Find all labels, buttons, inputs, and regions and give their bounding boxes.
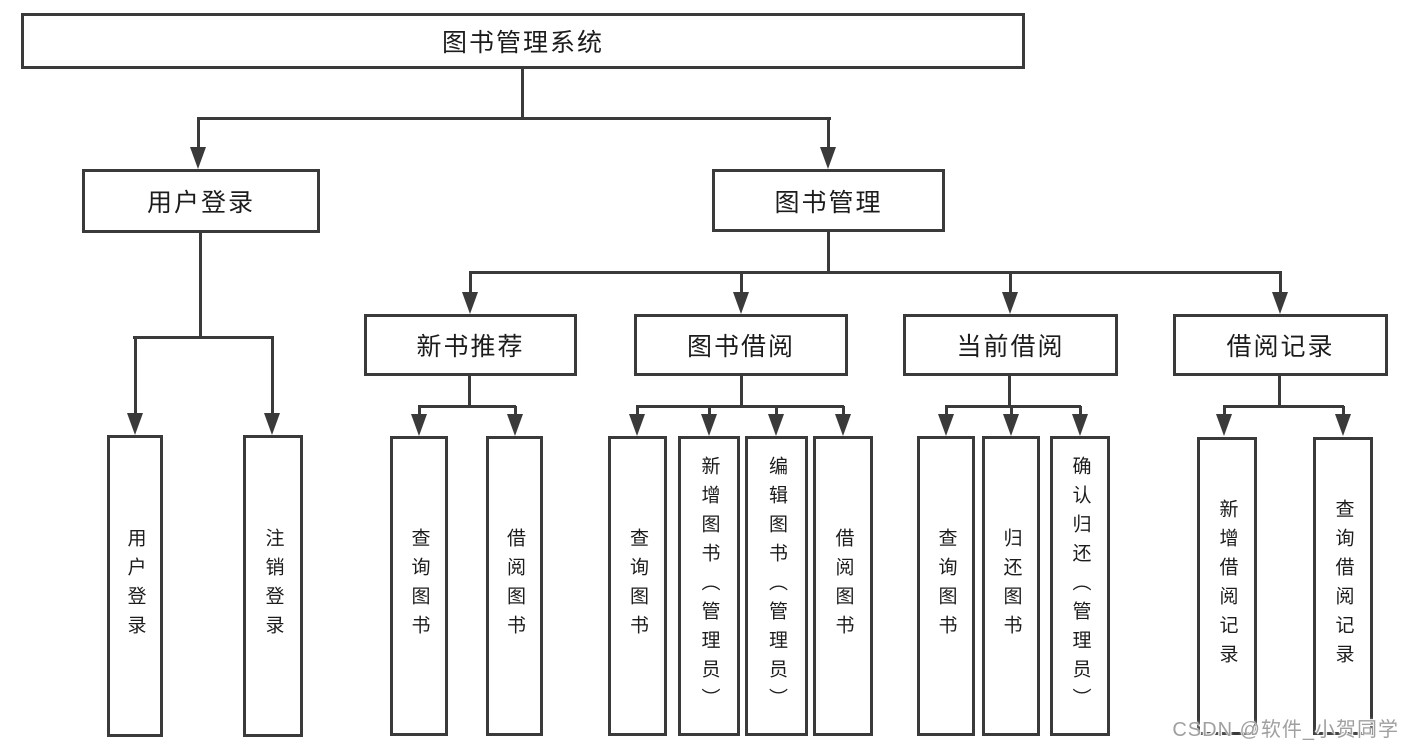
connector-book-mgmt-stub: [827, 232, 830, 274]
connector-book-borrow-bus: [636, 405, 844, 408]
connector-login-group-bus: [133, 336, 274, 339]
connector-arrow: [820, 118, 837, 169]
connector-new-book-bus: [418, 405, 516, 408]
node-query-books-current: 查询图书: [917, 436, 975, 736]
node-borrow-books-recommend: 借阅图书: [486, 436, 543, 736]
connector-book-borrow-stub: [740, 376, 743, 407]
csdn-watermark: CSDN @软件_小贺同学: [1172, 719, 1399, 741]
connector-borrow-record-bus: [1223, 405, 1344, 408]
connector-arrow: [629, 406, 646, 436]
connector-arrow: [411, 406, 428, 436]
node-new-book-recommend: 新书推荐: [364, 314, 577, 376]
node-book-management: 图书管理: [712, 169, 945, 232]
connector-arrow: [1216, 406, 1233, 436]
connector-root-stub: [521, 69, 524, 118]
connector-arrow: [1072, 406, 1089, 436]
node-borrow-books-leaf: 借阅图书: [813, 436, 873, 736]
node-current-borrow: 当前借阅: [903, 314, 1118, 376]
node-user-login-leaf: 用户登录: [107, 435, 163, 737]
node-add-book-admin: 新增图书（管理员）: [678, 436, 740, 736]
connector-arrow: [1335, 406, 1352, 436]
connector-arrow: [1003, 406, 1020, 436]
node-query-borrow-record: 查询借阅记录: [1313, 437, 1373, 735]
node-borrow-records: 借阅记录: [1173, 314, 1388, 376]
connector-current-borrow-stub: [1008, 376, 1011, 407]
node-edit-book-admin: 编辑图书（管理员）: [745, 436, 808, 736]
connector-arrow: [835, 406, 852, 436]
node-library-management-system: 图书管理系统: [21, 13, 1025, 69]
connector-arrow: [733, 272, 750, 314]
node-user-login: 用户登录: [82, 169, 320, 233]
connector-user-login-stub: [199, 232, 202, 338]
connector-new-book-stub: [468, 376, 471, 407]
node-query-books-borrow: 查询图书: [608, 436, 667, 736]
node-confirm-return-admin: 确认归还（管理员）: [1050, 436, 1110, 736]
connector-current-borrow-bus: [945, 405, 1081, 408]
connector-arrow: [701, 406, 718, 436]
connector-arrow: [768, 406, 785, 436]
node-query-books-recommend: 查询图书: [390, 436, 448, 736]
node-add-borrow-record: 新增借阅记录: [1197, 437, 1257, 735]
connector-arrow: [127, 337, 144, 435]
connector-borrow-record-stub: [1278, 375, 1281, 407]
connector-arrow: [190, 118, 207, 169]
connector-arrow: [1272, 272, 1289, 314]
node-book-borrow: 图书借阅: [634, 314, 848, 376]
connector-level2-bus: [197, 117, 831, 120]
node-return-book: 归还图书: [982, 436, 1040, 736]
connector-level3-bus: [469, 271, 1282, 274]
connector-arrow: [507, 406, 524, 436]
node-logout: 注销登录: [243, 435, 303, 737]
connector-arrow: [1002, 272, 1019, 314]
connector-arrow: [938, 406, 955, 436]
connector-arrow: [264, 337, 281, 435]
connector-arrow: [462, 272, 479, 314]
